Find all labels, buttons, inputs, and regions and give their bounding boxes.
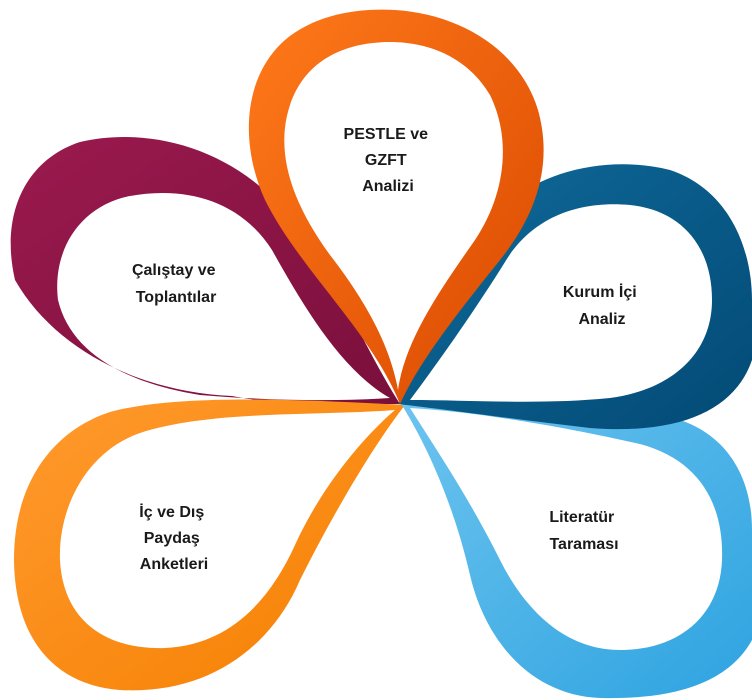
label-pestle-line-2: GZFT	[365, 152, 407, 169]
label-literatur-line-1: Literatür	[549, 509, 614, 526]
petal-pestle	[248, 9, 544, 404]
svg-text:Çalıştay ve Toplantılar: Çalıştay ve Toplantılar	[132, 262, 220, 306]
label-kurum-line-1: Kurum İçi	[563, 283, 637, 301]
petal-literatur-ring	[400, 402, 752, 699]
label-pestle: PESTLE ve GZFT Analizi	[344, 126, 433, 195]
svg-text:Kurum İçi Analiz: Kurum İçi Analiz	[563, 283, 641, 328]
petal-paydas-ring	[14, 399, 405, 691]
label-calistay: Çalıştay ve Toplantılar	[132, 262, 220, 306]
label-pestle-line-3: Analizi	[362, 178, 414, 195]
svg-text:Literatür Taraması: Literatür Taraması	[549, 509, 618, 553]
label-pestle-line-1: PESTLE ve	[344, 126, 429, 143]
label-paydas-line-1: İç ve Dış	[139, 503, 204, 521]
label-literatur: Literatür Taraması	[549, 509, 618, 553]
petal-pestle-ring	[248, 9, 544, 404]
label-paydas-line-2: Paydaş	[144, 530, 200, 547]
petal-literatur	[400, 402, 752, 699]
label-literatur-line-2: Taraması	[549, 536, 618, 553]
svg-text:İç ve Dış Paydaş A: İç ve Dış Paydaş Anketleri	[139, 503, 208, 573]
petal-paydas	[14, 399, 405, 691]
label-calistay-line-1: Çalıştay ve	[132, 262, 216, 279]
label-paydas: İç ve Dış Paydaş Anketleri	[139, 503, 208, 573]
svg-text:PESTLE ve GZFT Ana: PESTLE ve GZFT Analizi	[344, 126, 433, 195]
label-kurum-line-2: Analiz	[578, 311, 625, 328]
label-kurum: Kurum İçi Analiz	[563, 283, 641, 328]
label-paydas-line-3: Anketleri	[140, 556, 208, 573]
label-calistay-line-2: Toplantılar	[136, 289, 217, 306]
